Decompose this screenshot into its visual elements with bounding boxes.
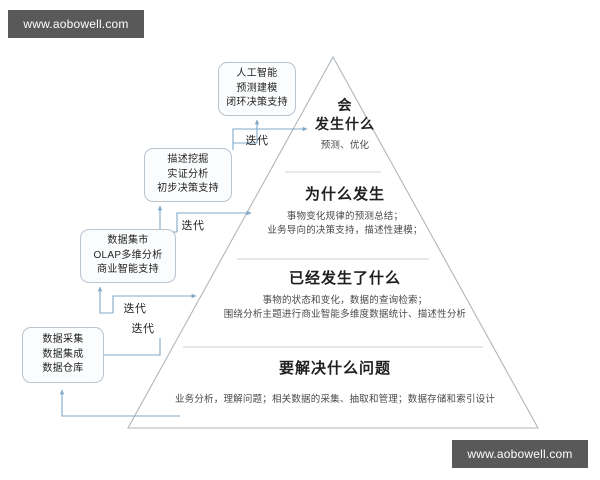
iteration-label-2: 迭代 xyxy=(181,220,205,232)
iteration-label-4: 迭代 xyxy=(131,323,155,335)
side-box-data-collection[interactable]: 数据采集 数据集成 数据仓库 xyxy=(22,327,104,383)
pyramid-outline xyxy=(127,55,539,429)
watermark-top: www.aobowell.com xyxy=(8,10,144,38)
side-box-descriptive-mining[interactable]: 描述挖掘 实证分析 初步决策支持 xyxy=(144,148,232,202)
connector-1-up xyxy=(232,119,260,150)
iteration-label-3: 迭代 xyxy=(123,303,147,315)
side-box-data-mart-olap[interactable]: 数据集市 OLAP多维分析 商业智能支持 xyxy=(80,229,176,283)
connector-4-stub xyxy=(104,338,161,356)
iteration-connectors xyxy=(59,119,308,417)
watermark-bottom: www.aobowell.com xyxy=(452,440,588,468)
connector-1-right xyxy=(232,126,308,143)
connector-4-right xyxy=(61,400,180,417)
connector-3-right xyxy=(112,293,197,313)
connector-3-up xyxy=(97,286,113,314)
side-box-ai-predictive[interactable]: 人工智能 预测建模 闭环决策支持 xyxy=(218,62,296,116)
connector-2-right xyxy=(176,210,252,232)
iteration-label-1: 迭代 xyxy=(245,135,269,147)
